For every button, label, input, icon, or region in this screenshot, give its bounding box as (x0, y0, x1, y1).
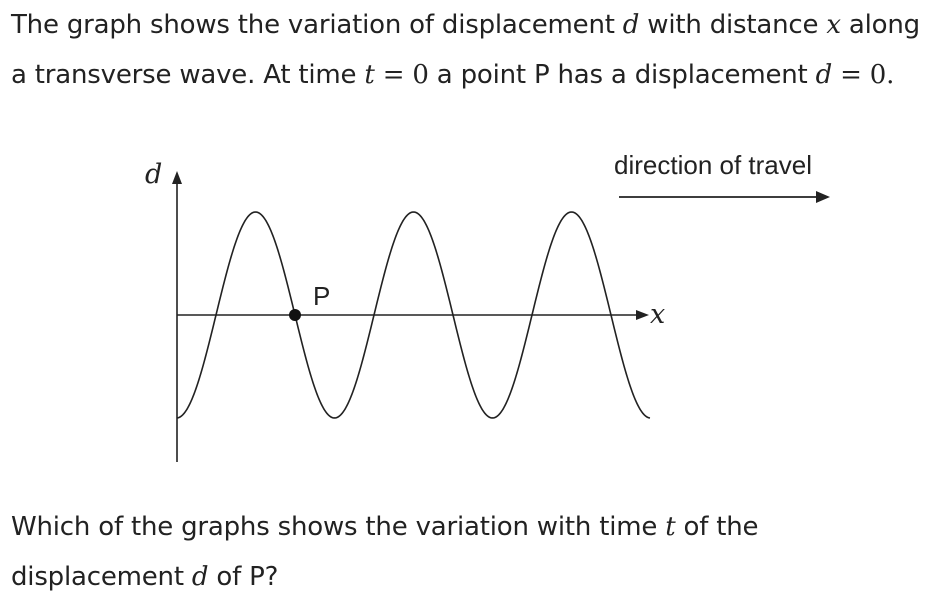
intro-var-d2: d (815, 60, 833, 90)
d-axis-arrow-icon (172, 171, 182, 184)
point-p-label: P (313, 281, 330, 311)
intro-text-3: along (840, 10, 920, 40)
intro-var-d: d (622, 10, 640, 40)
question-text-3: displacement (11, 562, 192, 592)
x-axis-arrow-icon (636, 310, 649, 320)
question-var-t: t (665, 512, 676, 542)
intro-text-1: The graph shows the variation of displac… (11, 10, 623, 40)
question-text-1: Which of the graphs shows the variation … (11, 512, 666, 542)
direction-of-travel-arrow-icon (816, 191, 830, 203)
intro-text-5: a point P has a displacement (428, 60, 816, 90)
direction-of-travel-label: direction of travel (614, 150, 812, 180)
intro-text-2: with distance (639, 10, 827, 40)
question-prompt-text: Which of the graphs shows the variation … (11, 502, 759, 602)
intro-var-x: x (826, 10, 841, 40)
question-intro-text: The graph shows the variation of displac… (11, 0, 920, 100)
wave-curve (176, 211, 651, 419)
question-text-4: of P? (208, 562, 279, 592)
intro-equation-2: = 0. (832, 60, 895, 90)
d-axis-label: d (145, 159, 162, 190)
intro-text-4: a transverse wave. At time (11, 60, 365, 90)
x-axis-label: x (650, 299, 665, 330)
intro-equation-1: = 0 (374, 60, 429, 90)
intro-var-t: t (364, 60, 375, 90)
question-text-2: of the (675, 512, 759, 542)
point-p-marker (289, 309, 301, 321)
question-var-d: d (191, 562, 209, 592)
